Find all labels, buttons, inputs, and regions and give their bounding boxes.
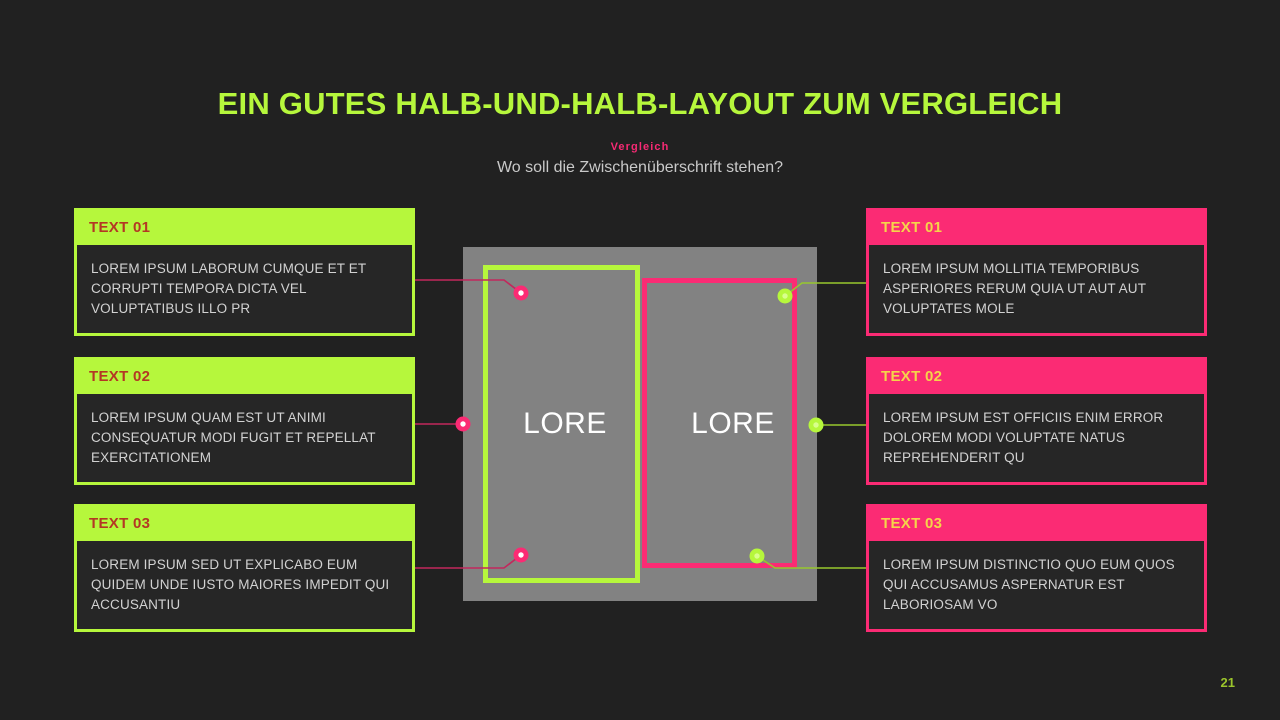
right-card-3-body: LOREM IPSUM DISTINCTIO QUO EUM QUOS QUI …	[869, 541, 1204, 629]
left-card-3-heading: TEXT 03	[89, 515, 151, 532]
image-placeholder-left: LORE	[523, 407, 607, 440]
left-card-3-body: LOREM IPSUM SED UT EXPLICABO EUM QUIDEM …	[77, 541, 412, 629]
right-card-3-heading: TEXT 03	[881, 515, 943, 532]
highlight-frame-pink	[642, 278, 797, 568]
left-card-2-heading: TEXT 02	[89, 368, 151, 385]
left-card-1-body: LOREM IPSUM LABORUM CUMQUE ET ET CORRUPT…	[77, 245, 412, 333]
right-card-1[interactable]: TEXT 01 LOREM IPSUM MOLLITIA TEMPORIBUS …	[866, 208, 1207, 336]
image-placeholder-right: LORE	[691, 407, 775, 440]
left-card-2-body: LOREM IPSUM QUAM EST UT ANIMI CONSEQUATU…	[77, 394, 412, 482]
right-card-2-body: LOREM IPSUM EST OFFICIIS ENIM ERROR DOLO…	[869, 394, 1204, 482]
right-card-1-heading: TEXT 01	[881, 219, 943, 236]
left-card-1[interactable]: TEXT 01 LOREM IPSUM LABORUM CUMQUE ET ET…	[74, 208, 415, 336]
page-subtitle: Wo soll die Zwischenüberschrift stehen?	[496, 159, 784, 176]
eyebrow-label: Vergleich	[610, 141, 670, 153]
right-card-2[interactable]: TEXT 02 LOREM IPSUM EST OFFICIIS ENIM ER…	[866, 357, 1207, 485]
image-stage: LORE LORE	[463, 247, 817, 601]
left-card-1-heading: TEXT 01	[89, 219, 151, 236]
page-title: EIN GUTES HALB-UND-HALB-LAYOUT ZUM VERGL…	[217, 86, 1063, 121]
right-card-3[interactable]: TEXT 03 LOREM IPSUM DISTINCTIO QUO EUM Q…	[866, 504, 1207, 632]
highlight-frame-green	[483, 265, 640, 583]
page-number: 21	[1220, 675, 1235, 690]
left-card-2[interactable]: TEXT 02 LOREM IPSUM QUAM EST UT ANIMI CO…	[74, 357, 415, 485]
right-card-1-body: LOREM IPSUM MOLLITIA TEMPORIBUS ASPERIOR…	[869, 245, 1204, 333]
left-card-3[interactable]: TEXT 03 LOREM IPSUM SED UT EXPLICABO EUM…	[74, 504, 415, 632]
right-card-2-heading: TEXT 02	[881, 368, 943, 385]
